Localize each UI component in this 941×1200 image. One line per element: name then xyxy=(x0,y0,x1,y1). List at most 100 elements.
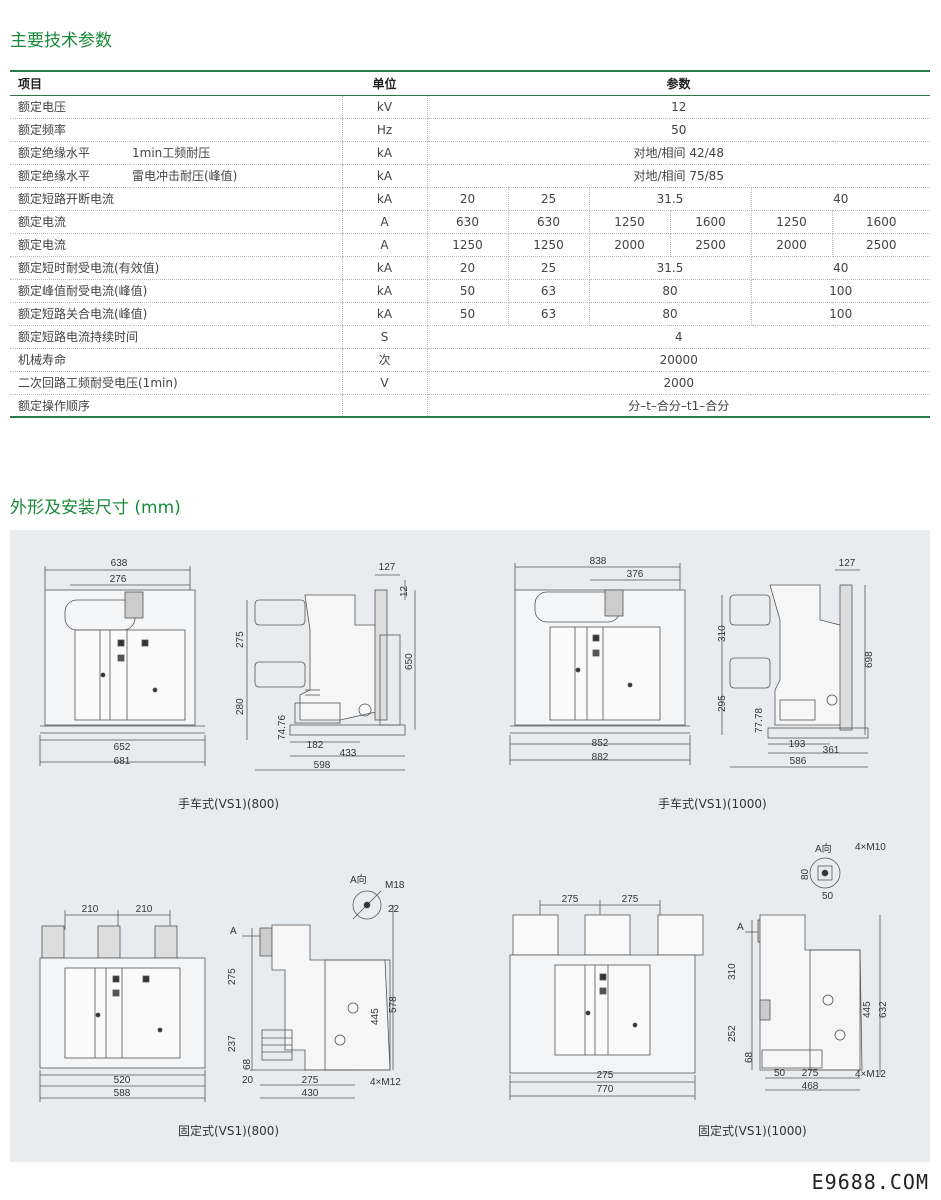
dim-d4-h-mid: 445 xyxy=(862,1001,873,1018)
row-value: 2500 xyxy=(832,233,930,257)
row-unit: V xyxy=(341,371,428,395)
dim-d4-m: 4×M10 xyxy=(855,842,886,853)
row-value: 20 xyxy=(427,187,509,211)
dim-d3-a-label: A xyxy=(230,926,237,937)
row-unit: Hz xyxy=(341,118,428,142)
section-title-specs: 主要技术参数 xyxy=(10,31,112,51)
row-value: 50 xyxy=(427,302,509,326)
dim-d3-h2: 237 xyxy=(227,1035,238,1052)
dim-d2-w-total: 838 xyxy=(590,556,607,567)
row-value: 80 xyxy=(589,279,752,303)
row-unit: kA xyxy=(341,256,428,280)
dim-d1-w-inner: 276 xyxy=(110,574,127,585)
caption-withdrawable-800: 手车式(VS1)(800) xyxy=(178,797,280,811)
watermark: E9688.COM xyxy=(811,1170,929,1194)
row-value: 1250 xyxy=(751,210,833,234)
caption-fixed-1000: 固定式(VS1)(1000) xyxy=(698,1124,807,1138)
dim-d2-w-base: 852 xyxy=(592,738,609,749)
dim-d4-w-base: 275 xyxy=(597,1070,614,1081)
row-value: 12 xyxy=(427,95,930,119)
dim-d3-d: 22 xyxy=(388,904,400,915)
dim-d2-h1: 310 xyxy=(717,625,728,642)
dim-d4-b2: 468 xyxy=(802,1081,819,1092)
row-value: 2000 xyxy=(751,233,833,257)
row-value: 对地/相间 42/48 xyxy=(427,141,930,165)
table-row: 额定绝缘水平 1min工频耐压 kA 对地/相间 42/48 xyxy=(10,141,930,165)
dim-d1-w-base: 652 xyxy=(114,742,131,753)
row-value: 100 xyxy=(751,302,930,326)
table-row: 额定绝缘水平 雷电冲击耐压(峰值) kA 对地/相间 75/85 xyxy=(10,164,930,188)
table-row: 二次回路工频耐受电压(1min) V 2000 xyxy=(10,371,930,395)
drawing-withdrawable-1000-front xyxy=(509,563,691,765)
dim-d1-top2: 12 xyxy=(399,585,410,597)
dim-d2-b1: 193 xyxy=(789,739,806,750)
dim-d1-w-total: 638 xyxy=(111,558,128,569)
row-value: 630 xyxy=(427,210,509,234)
table-row: 额定短路开断电流 kA 20 25 31.5 40 xyxy=(10,187,930,211)
drawing-withdrawable-800-front xyxy=(39,566,206,766)
table-row: 额定频率 Hz 50 xyxy=(10,118,930,142)
row-unit: A xyxy=(341,210,428,234)
dim-d4-h1: 310 xyxy=(727,963,738,980)
row-value: 1600 xyxy=(832,210,930,234)
row-value: 分–t–合分–t1–合分 xyxy=(427,394,930,418)
row-name: 额定短路电流持续时间 xyxy=(10,325,342,349)
dim-d3-m: M18 xyxy=(385,880,405,891)
dim-d2-h3: 77.78 xyxy=(754,708,765,733)
row-value: 31.5 xyxy=(589,256,752,280)
dim-d3-w1: 210 xyxy=(82,904,99,915)
row-name: 额定绝缘水平 xyxy=(10,141,130,165)
row-name: 额定峰值耐受电流(峰值) xyxy=(10,279,342,303)
dim-d1-h2: 280 xyxy=(235,698,246,715)
dim-d2-h2: 295 xyxy=(717,695,728,712)
row-name: 二次回路工频耐受电压(1min) xyxy=(10,371,342,395)
dim-d4-h3: 68 xyxy=(744,1051,755,1063)
dim-d2-b2: 361 xyxy=(823,745,840,756)
drawing-withdrawable-1000-side xyxy=(721,569,869,768)
row-subname: 雷电冲击耐压(峰值) xyxy=(130,164,342,188)
row-name: 额定短路开断电流 xyxy=(10,187,342,211)
dim-d1-top1: 127 xyxy=(379,562,396,573)
row-value: 1250 xyxy=(589,210,671,234)
table-row: 额定短路电流持续时间 S 4 xyxy=(10,325,930,349)
dim-d4-h-total: 632 xyxy=(878,1001,889,1018)
dim-d3-h3: 68 xyxy=(242,1058,253,1070)
dim-d3-view: A向 xyxy=(350,873,367,886)
drawing-withdrawable-800-side xyxy=(246,574,416,771)
dim-d3-h1: 275 xyxy=(227,968,238,985)
dim-d3-w-outer: 588 xyxy=(114,1088,131,1099)
row-name: 额定短时耐受电流(有效值) xyxy=(10,256,342,280)
row-name: 额定电流 xyxy=(10,233,342,257)
row-value: 63 xyxy=(508,279,590,303)
row-name: 额定短路关合电流(峰值) xyxy=(10,302,342,326)
dim-d2-h-total: 698 xyxy=(864,651,875,668)
row-value: 1600 xyxy=(670,210,752,234)
table-row: 额定短时耐受电流(有效值) kA 20 25 31.5 40 xyxy=(10,256,930,280)
dim-d3-bolt: 4×M12 xyxy=(370,1077,401,1088)
table-row: 额定峰值耐受电流(峰值) kA 50 63 80 100 xyxy=(10,279,930,303)
row-value: 1250 xyxy=(427,233,509,257)
dim-d3-b2: 430 xyxy=(302,1088,319,1099)
table-header: 项目 单位 参数 xyxy=(10,71,930,96)
dim-d3-h-total: 578 xyxy=(388,996,399,1013)
dim-d4-w1: 275 xyxy=(562,894,579,905)
row-value: 20000 xyxy=(427,348,930,372)
row-unit xyxy=(341,394,428,418)
dim-d2-b3: 586 xyxy=(790,756,807,767)
row-value: 31.5 xyxy=(589,187,752,211)
dim-d1-w-outer: 681 xyxy=(114,756,131,767)
table-row: 额定电流 A 630 630 1250 1600 1250 1600 xyxy=(10,210,930,234)
dim-d3-b1: 275 xyxy=(302,1075,319,1086)
dim-d3-h-mid: 445 xyxy=(370,1008,381,1025)
row-name: 机械寿命 xyxy=(10,348,342,372)
row-value: 40 xyxy=(751,256,930,280)
row-unit: S xyxy=(341,325,428,349)
row-value: 25 xyxy=(508,187,590,211)
row-unit: kA xyxy=(341,302,428,326)
table-row: 额定电压 kV 12 xyxy=(10,95,930,119)
row-value: 25 xyxy=(508,256,590,280)
dim-d4-a-label: A xyxy=(737,922,744,933)
dim-d1-h-total: 650 xyxy=(404,653,415,670)
dim-d4-w-outer: 770 xyxy=(597,1084,614,1095)
col-header-params: 参数 xyxy=(427,71,930,96)
